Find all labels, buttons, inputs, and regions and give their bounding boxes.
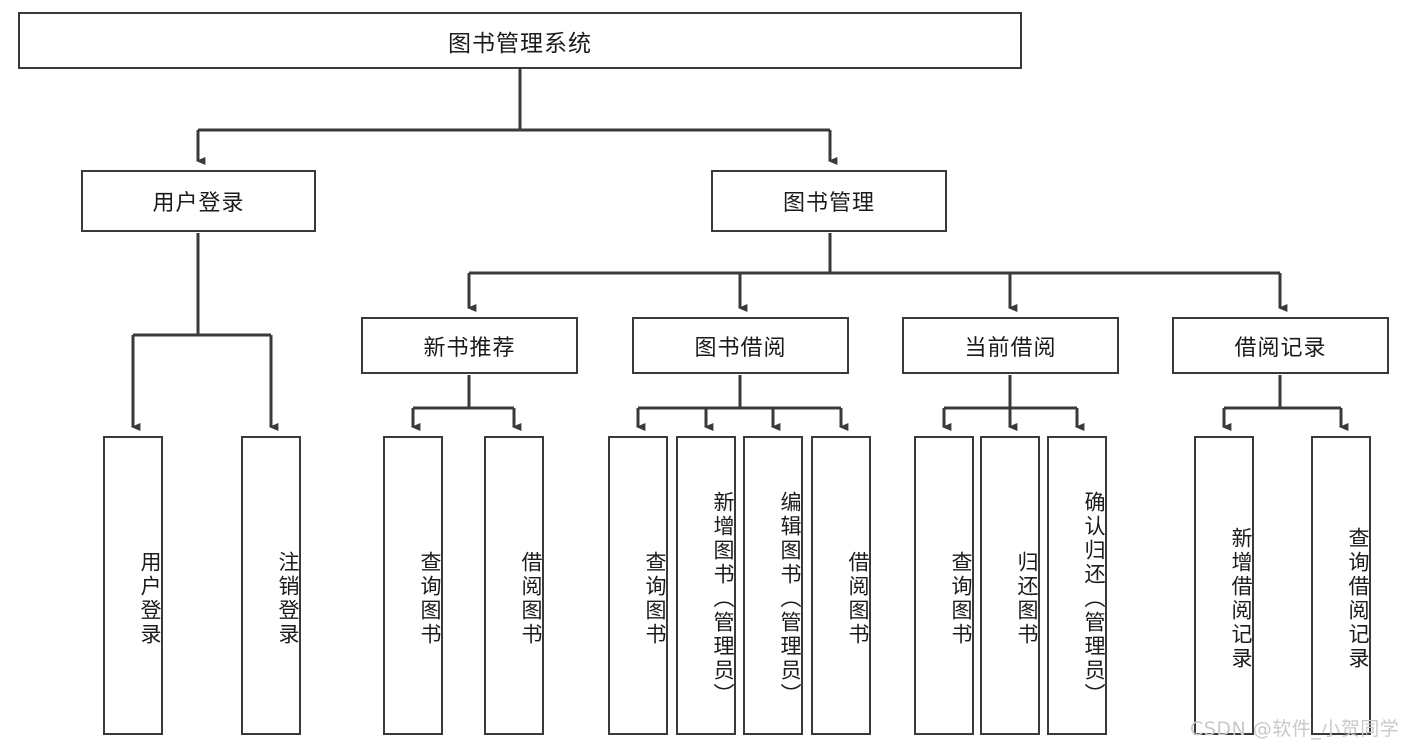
leaf-label: 新增借阅记录 — [1229, 526, 1253, 671]
leaf-borrow-borrow-book[interactable]: 借阅图书 — [811, 436, 871, 735]
node-user-login[interactable]: 用户登录 — [81, 170, 316, 232]
leaf-label: 确认归还（管理员） — [1082, 490, 1106, 707]
leaf-label: 查询借阅记录 — [1346, 526, 1370, 671]
leaf-current-query-book[interactable]: 查询图书 — [914, 436, 974, 735]
node-book-management[interactable]: 图书管理 — [711, 170, 947, 232]
leaf-label: 查询图书 — [418, 550, 442, 647]
leaf-label: 新增图书（管理员） — [711, 490, 735, 707]
node-current-borrow[interactable]: 当前借阅 — [902, 317, 1119, 374]
leaf-label: 编辑图书（管理员） — [778, 490, 802, 707]
node-book-borrow[interactable]: 图书借阅 — [632, 317, 849, 374]
leaf-borrow-query-book[interactable]: 查询图书 — [608, 436, 668, 735]
csdn-watermark: CSDN @软件_小贺同学 — [1190, 718, 1400, 740]
leaf-record-query-record[interactable]: 查询借阅记录 — [1311, 436, 1371, 735]
leaf-label: 注销登录 — [276, 550, 300, 647]
leaf-label: 归还图书 — [1015, 550, 1039, 647]
leaf-record-add-record[interactable]: 新增借阅记录 — [1194, 436, 1254, 735]
leaf-label: 借阅图书 — [846, 550, 870, 647]
leaf-label: 查询图书 — [643, 550, 667, 647]
leaf-label: 用户登录 — [138, 550, 162, 647]
leaf-current-return-book[interactable]: 归还图书 — [980, 436, 1040, 735]
leaf-recommend-borrow-book[interactable]: 借阅图书 — [484, 436, 544, 735]
leaf-label: 借阅图书 — [519, 550, 543, 647]
node-new-book-recommend[interactable]: 新书推荐 — [361, 317, 578, 374]
leaf-current-confirm-return-admin[interactable]: 确认归还（管理员） — [1047, 436, 1107, 735]
leaf-borrow-edit-book-admin[interactable]: 编辑图书（管理员） — [743, 436, 803, 735]
leaf-label: 查询图书 — [949, 550, 973, 647]
node-borrow-record[interactable]: 借阅记录 — [1172, 317, 1389, 374]
node-root-system[interactable]: 图书管理系统 — [18, 12, 1022, 69]
leaf-recommend-query-book[interactable]: 查询图书 — [383, 436, 443, 735]
leaf-user-login-logout[interactable]: 注销登录 — [241, 436, 301, 735]
leaf-user-login-login[interactable]: 用户登录 — [103, 436, 163, 735]
leaf-borrow-add-book-admin[interactable]: 新增图书（管理员） — [676, 436, 736, 735]
